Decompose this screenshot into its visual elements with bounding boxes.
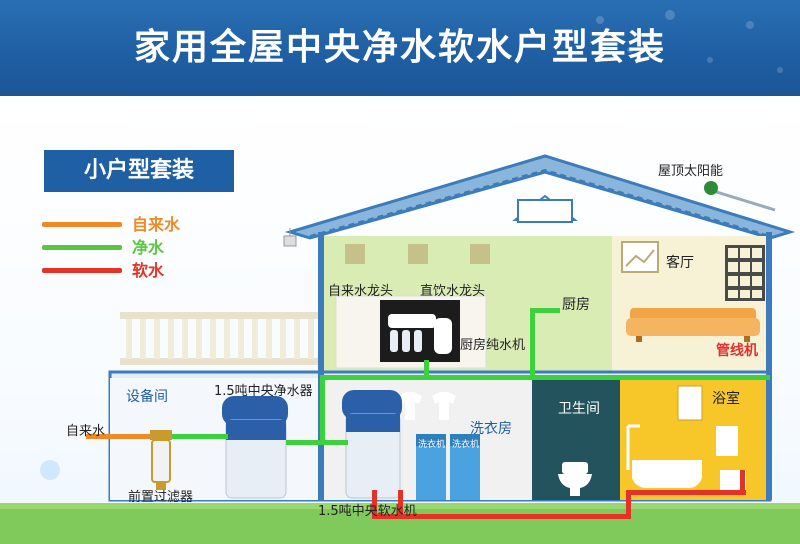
label-tap-faucet: 自来水龙头 (328, 284, 394, 299)
pipes (86, 308, 770, 519)
wall-lamp (283, 228, 297, 247)
legend-label-pure: 净水 (132, 238, 165, 257)
washing-machines (416, 434, 480, 500)
picture-frame (621, 241, 659, 273)
shirts (398, 392, 456, 420)
legend-swatch-tap (42, 222, 122, 227)
ro-machine (388, 314, 452, 354)
label-tap-inlet: 自来水 (66, 424, 106, 439)
snowflake-icon (40, 460, 60, 480)
legend-label-tap: 自来水 (132, 215, 181, 234)
house-illustration (0, 154, 800, 544)
label-equipment-room: 设备间 (126, 389, 168, 405)
central-purifier-unit (222, 396, 288, 499)
toilet (558, 462, 592, 496)
package-label: 小户型套装 (44, 150, 234, 192)
prefilter-unit (150, 430, 172, 490)
label-kitchen-ro: 厨房纯水机 (460, 338, 526, 353)
label-kitchen: 厨房 (562, 297, 590, 313)
legend-label-soft: 软水 (132, 261, 165, 280)
label-washer-1: 洗衣机 (418, 440, 446, 450)
label-laundry-room: 洗衣房 (470, 421, 512, 437)
page-title: 家用全屋中央净水软水户型套装 (133, 27, 666, 68)
label-central-purifier: 1.5吨中央净水器 (214, 384, 313, 399)
label-washer-2: 洗衣机 (452, 440, 480, 450)
label-prefilter: 前置过滤器 (128, 490, 194, 505)
label-central-softener: 1.5吨中央软水机 (318, 504, 417, 519)
balcony-railing (120, 312, 320, 365)
label-drinking-faucet: 直饮水龙头 (420, 284, 486, 299)
legend-swatch-soft (42, 268, 122, 273)
central-softener-unit (342, 390, 402, 499)
title-banner (0, 0, 800, 96)
living-window (725, 245, 765, 301)
sofa (626, 308, 760, 342)
label-rooftop-solar: 屋顶太阳能 (658, 164, 724, 179)
kitchen-windows (345, 244, 490, 264)
label-shower-room: 浴室 (712, 391, 740, 407)
legend-swatch-pure (42, 245, 122, 250)
label-pipeline-machine: 管线机 (716, 343, 758, 359)
label-wc: 卫生间 (558, 401, 600, 417)
droplet-decoration (596, 10, 783, 73)
label-living-room: 客厅 (666, 255, 694, 271)
solar-heater (704, 181, 776, 212)
